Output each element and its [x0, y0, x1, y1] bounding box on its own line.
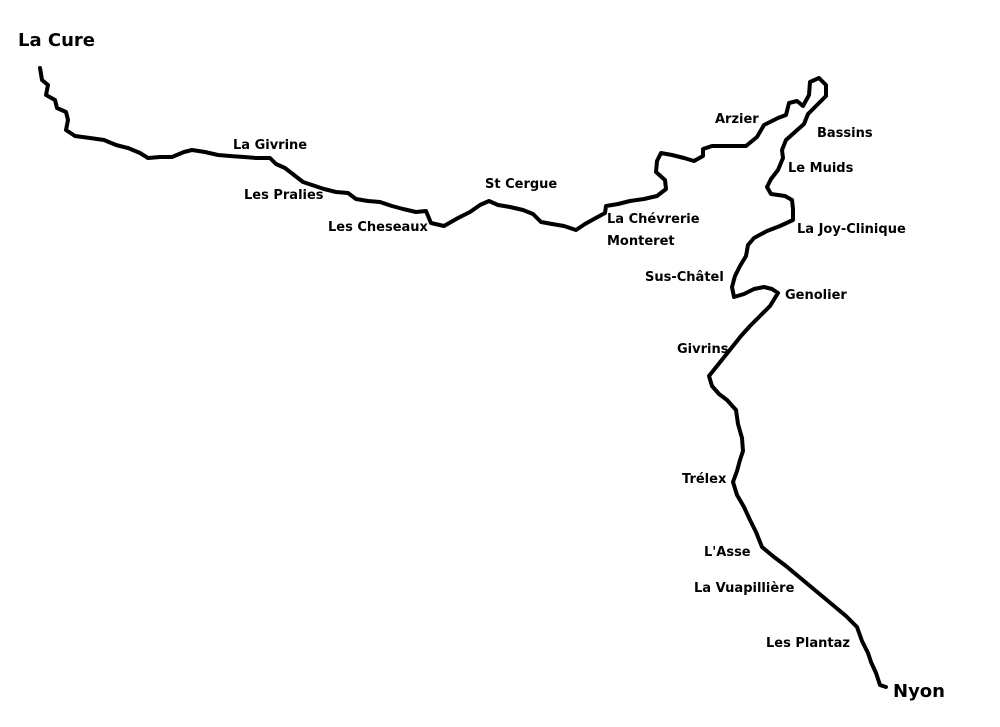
station-label-les-cheseaux: Les Cheseaux [328, 220, 428, 235]
station-label-monteret: Monteret [607, 234, 675, 249]
station-label-arzier: Arzier [715, 112, 759, 127]
station-label-givrins: Givrins [677, 342, 729, 357]
station-label-st-cergue: St Cergue [485, 177, 558, 192]
station-label-genolier: Genolier [785, 288, 847, 303]
station-label-les-pralies: Les Pralies [244, 188, 324, 203]
station-label-bassins: Bassins [817, 126, 873, 141]
terminus-nyon: Nyon [893, 681, 945, 702]
station-label-la-givrine: La Givrine [233, 138, 308, 153]
station-label-trelex: Trélex [682, 472, 727, 487]
terminus-la-cure: La Cure [18, 30, 95, 51]
railway-route-line [38, 66, 888, 689]
station-label-le-muids: Le Muids [788, 161, 854, 176]
station-label-sus-chatel: Sus-Châtel [645, 270, 724, 285]
station-label-l-asse: L'Asse [704, 545, 751, 560]
station-label-la-joy-clinique: La Joy-Clinique [797, 222, 906, 237]
station-label-la-chevrerie: La Chévrerie [607, 212, 700, 227]
station-label-les-plantaz: Les Plantaz [766, 636, 850, 651]
station-label-la-vuapilliere: La Vuapillière [694, 581, 795, 596]
